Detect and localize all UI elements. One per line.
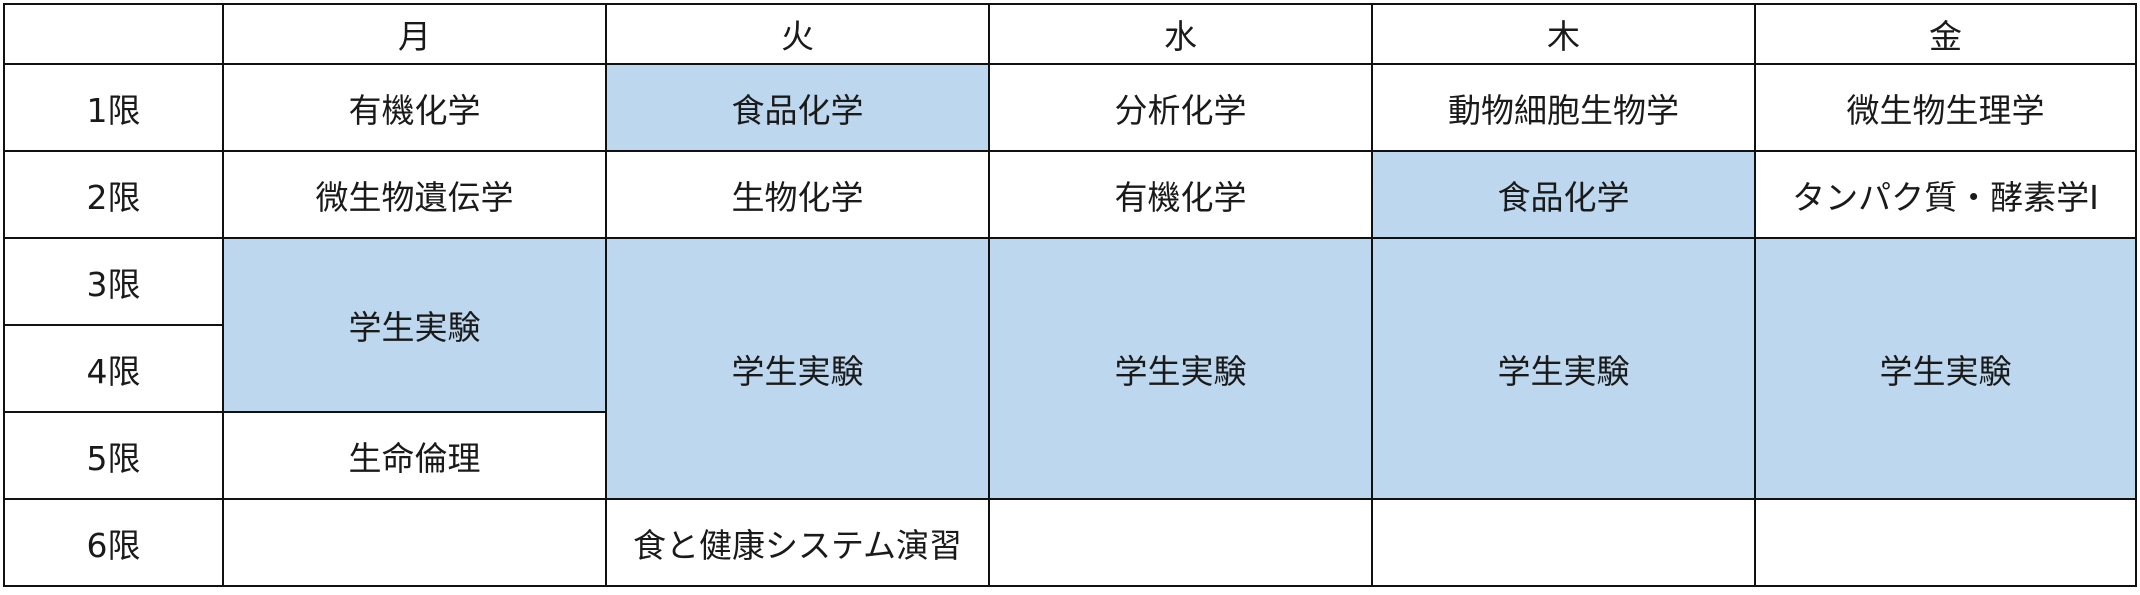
day-header-thu: 木 xyxy=(1371,3,1756,65)
class-cell-thu-6 xyxy=(1371,498,1756,587)
day-header-tue: 火 xyxy=(605,3,990,65)
timetable: 月 火 水 木 金 1限 有機化学 食品化学 分析化学 動物細胞生物学 微生物生… xyxy=(3,3,2137,587)
class-cell-wed-2: 有機化学 xyxy=(988,150,1373,239)
class-cell-wed-3-5: 学生実験 xyxy=(988,237,1373,500)
class-cell-fri-6 xyxy=(1754,498,2137,587)
class-cell-thu-3-5: 学生実験 xyxy=(1371,237,1756,500)
period-row-4: 4限 xyxy=(3,324,2136,413)
class-cell-wed-6 xyxy=(988,498,1373,587)
class-cell-mon-6 xyxy=(222,498,607,587)
class-cell-thu-1: 動物細胞生物学 xyxy=(1371,63,1756,152)
class-cell-tue-3-5: 学生実験 xyxy=(605,237,990,500)
day-header-fri: 金 xyxy=(1754,3,2137,65)
class-cell-tue-1: 食品化学 xyxy=(605,63,990,152)
class-cell-mon-3-4: 学生実験 xyxy=(222,237,607,413)
period-label-1: 1限 xyxy=(3,63,224,152)
period-row-3: 3限 学生実験 学生実験 学生実験 学生実験 学生実験 xyxy=(3,237,2137,500)
class-cell-fri-2: タンパク質・酵素学Ⅰ xyxy=(1754,150,2137,239)
class-cell-mon-5: 生命倫理 xyxy=(222,411,607,500)
class-cell-tue-6: 食と健康システム演習 xyxy=(605,498,990,587)
period-label-4: 4限 xyxy=(3,324,224,413)
class-cell-thu-2: 食品化学 xyxy=(1371,150,1756,239)
period-row-1: 1限 有機化学 食品化学 分析化学 動物細胞生物学 微生物生理学 xyxy=(3,63,2137,152)
period-row-6: 6限 食と健康システム演習 xyxy=(3,498,2137,587)
class-cell-tue-2: 生物化学 xyxy=(605,150,990,239)
period-label-3: 3限 xyxy=(3,237,224,326)
period-row-5: 5限 生命倫理 xyxy=(3,411,2136,500)
day-header-mon: 月 xyxy=(222,3,607,65)
class-cell-fri-3-5: 学生実験 xyxy=(1754,237,2137,500)
period-label-6: 6限 xyxy=(3,498,224,587)
period-label-2: 2限 xyxy=(3,150,224,239)
class-cell-wed-1: 分析化学 xyxy=(988,63,1373,152)
class-cell-fri-1: 微生物生理学 xyxy=(1754,63,2137,152)
class-cell-mon-2: 微生物遺伝学 xyxy=(222,150,607,239)
period-label-5: 5限 xyxy=(3,411,224,500)
period-row-2: 2限 微生物遺伝学 生物化学 有機化学 食品化学 タンパク質・酵素学Ⅰ xyxy=(3,150,2137,239)
corner-cell xyxy=(3,3,224,65)
class-cell-mon-1: 有機化学 xyxy=(222,63,607,152)
day-header-wed: 水 xyxy=(988,3,1373,65)
header-row: 月 火 水 木 金 xyxy=(3,3,2137,65)
